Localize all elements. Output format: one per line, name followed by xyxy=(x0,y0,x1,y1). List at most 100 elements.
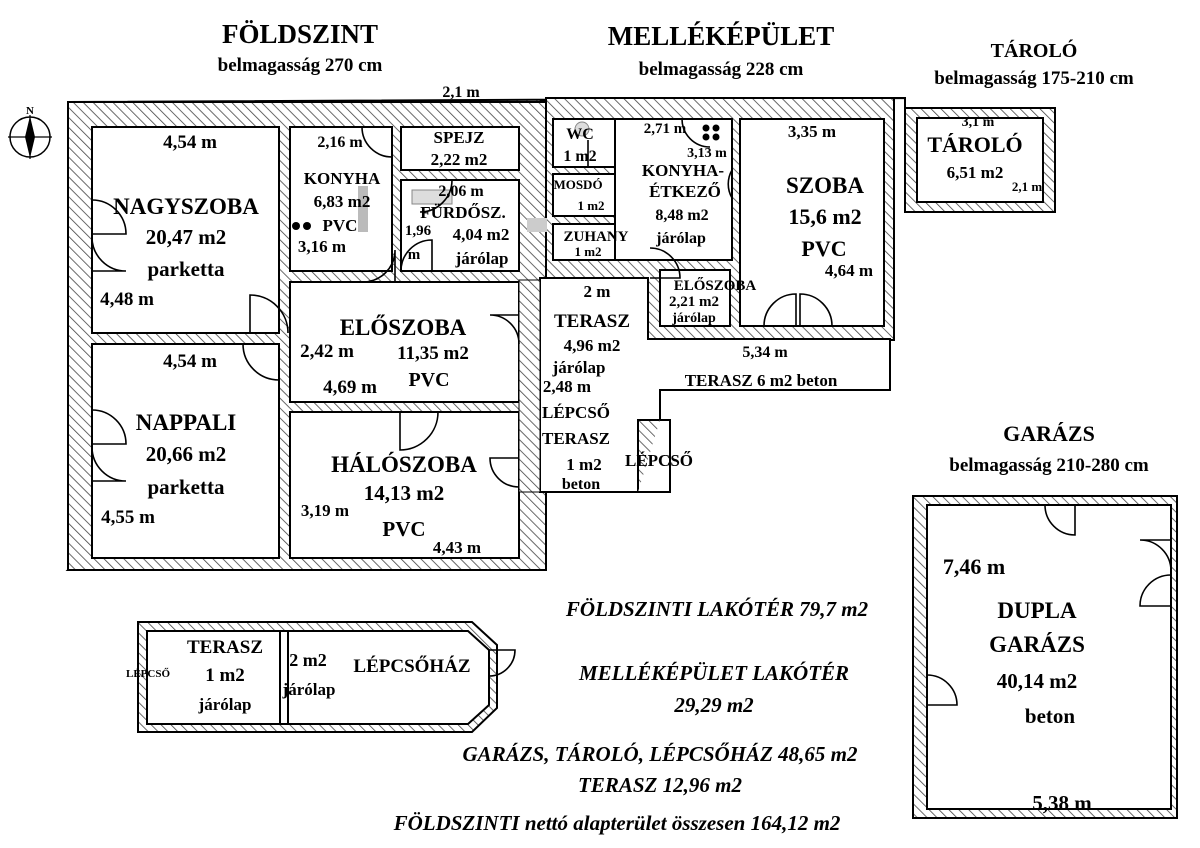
summary: FÖLDSZINTI LAKÓTÉR 79,7 m2 MELLÉKÉPÜLET … xyxy=(393,597,869,835)
room-tarolo xyxy=(916,117,1044,203)
konyha-etkezo-name2: ÉTKEZŐ xyxy=(649,182,721,201)
terasz-small-name: TERASZ xyxy=(187,637,263,658)
konyha-etkezo-floor: járólap xyxy=(655,230,706,247)
haloszoba-width: 4,43 m xyxy=(433,538,481,557)
konyha-etkezo-name1: KONYHA- xyxy=(642,161,725,180)
eloszoba-name: ELŐSZOBA xyxy=(340,314,467,340)
header-mellekepulet: MELLÉKÉPÜLET xyxy=(608,21,835,51)
compass-label: N xyxy=(26,105,34,117)
header-tarolo-height: belmagasság 175-210 cm xyxy=(934,68,1134,89)
szoba-area: 15,6 m2 xyxy=(788,204,861,229)
lepcsohaz-name: LÉPCSŐHÁZ xyxy=(353,655,470,677)
lepcsohaz-floor: járólap xyxy=(282,680,336,699)
zuhany-area: 1 m2 xyxy=(574,244,601,259)
garazs-name2: GARÁZS xyxy=(989,632,1085,657)
summary-terasz: TERASZ 12,96 m2 xyxy=(578,773,742,797)
nappali-floor: parketta xyxy=(148,475,225,499)
eloszoba-width: 4,69 m xyxy=(323,377,377,398)
summary-mellekepulet: MELLÉKÉPÜLET LAKÓTÉR xyxy=(578,661,849,685)
mosdo-area: 1 m2 xyxy=(577,198,604,213)
terasz1-width: 2 m xyxy=(584,282,611,301)
north-arrow-icon: N xyxy=(8,105,52,159)
szoba-depth: 4,64 m xyxy=(825,261,873,280)
header-mellekepulet-height: belmagasság 228 cm xyxy=(639,59,804,80)
wc-name: WC xyxy=(566,126,594,143)
terrace-wall xyxy=(518,279,541,493)
furdo-name: FÜRDŐSZ. xyxy=(420,203,505,222)
konyha-etkezo-width: 2,71 m xyxy=(644,121,687,137)
garazs-depth: 7,46 m xyxy=(943,554,1005,579)
terasz1-area: 4,96 m2 xyxy=(564,336,621,355)
room-eloszoba2 xyxy=(659,269,731,327)
furdo-depth: 1,96 xyxy=(405,223,432,239)
konyha-etkezo-depth: 3,13 m xyxy=(687,146,727,161)
furdo-width: 2,06 m xyxy=(438,183,484,200)
haloszoba-depth: 3,19 m xyxy=(301,501,349,520)
header-garazs: GARÁZS xyxy=(1003,421,1095,446)
furdo-area: 4,04 m2 xyxy=(453,225,510,244)
garazs-width: 5,38 m xyxy=(1032,791,1092,815)
haloszoba-floor: PVC xyxy=(382,517,425,541)
konyha-etkezo-area: 8,48 m2 xyxy=(655,207,708,224)
konyha-depth: 3,16 m xyxy=(298,237,346,256)
rooms xyxy=(91,117,1044,559)
nappali-area: 20,66 m2 xyxy=(146,442,227,466)
eloszoba-depth: 2,42 m xyxy=(300,341,354,362)
furdo-depth-unit: m xyxy=(408,247,421,263)
room-nappali xyxy=(91,343,280,559)
lepcso-terasz-name2: TERASZ xyxy=(542,429,610,448)
garazs-name1: DUPLA xyxy=(997,598,1077,623)
room-labels: 4,54 m NAGYSZOBA 20,47 m2 parketta 4,48 … xyxy=(100,84,1092,815)
lepcso-terasz-stairs: LÉPCSŐ xyxy=(625,451,693,470)
garazs-floor: beton xyxy=(1025,704,1075,728)
konyha-floor: PVC xyxy=(323,216,358,235)
terasz2-label: TERASZ 6 m2 beton xyxy=(685,371,838,390)
furdo-floor: járólap xyxy=(455,249,509,268)
header-foldszint-height: belmagasság 270 cm xyxy=(218,55,383,76)
terasz-small-stairs: LÉPCSŐ xyxy=(126,668,170,680)
doors xyxy=(91,118,833,488)
garage-walls xyxy=(912,495,1178,819)
summary-garazs: GARÁZS, TÁROLÓ, LÉPCSŐHÁZ 48,65 m2 xyxy=(463,742,858,766)
terasz1-name: TERASZ xyxy=(554,311,630,332)
room-haloszoba xyxy=(289,411,520,559)
headers: FÖLDSZINT belmagasság 270 cm MELLÉKÉPÜLE… xyxy=(218,19,1149,476)
haloszoba-area: 14,13 m2 xyxy=(364,481,445,505)
terasz1-floor: járólap xyxy=(552,358,606,377)
nagyszoba-area: 20,47 m2 xyxy=(146,225,227,249)
nappali-width: 4,54 m xyxy=(163,351,217,372)
terasz2-width: 5,34 m xyxy=(742,344,788,361)
spejz-top: 2,1 m xyxy=(442,84,480,101)
room-eloszoba xyxy=(289,281,520,403)
room-nagyszoba xyxy=(91,126,280,334)
tarolo-depth: 2,1 m xyxy=(1012,179,1043,194)
lepcso-terasz-name1: LÉPCSŐ xyxy=(542,403,610,422)
tarolo-name: TÁROLÓ xyxy=(927,132,1022,157)
header-tarolo: TÁROLÓ xyxy=(991,38,1078,62)
spejz-area: 2,22 m2 xyxy=(431,150,488,169)
terraces xyxy=(539,277,891,493)
wc-area: 1 m2 xyxy=(563,148,596,165)
mosdo-name: MOSDÓ xyxy=(553,177,602,192)
tarolo-width: 3,1 m xyxy=(962,115,995,130)
eloszoba2-floor: járólap xyxy=(671,311,716,326)
konyha-area: 6,83 m2 xyxy=(314,192,371,211)
haloszoba-name: HÁLÓSZOBA xyxy=(331,451,477,477)
room-spejz xyxy=(400,126,520,171)
fixtures xyxy=(292,121,720,232)
konyha-width: 2,16 m xyxy=(317,134,363,151)
eloszoba2-area: 2,21 m2 xyxy=(669,294,719,310)
garazs-area: 40,14 m2 xyxy=(997,669,1078,693)
szoba-name: SZOBA xyxy=(786,173,864,198)
szoba-floor: PVC xyxy=(801,236,846,261)
lepcso-terasz-floor: beton xyxy=(562,476,600,493)
staircase-building xyxy=(137,621,516,733)
zuhany-name: ZUHANY xyxy=(563,229,628,245)
nagyszoba-name: NAGYSZOBA xyxy=(113,194,259,219)
room-konyha-etkezo xyxy=(614,118,733,261)
szoba-width: 3,35 m xyxy=(788,122,836,141)
nappali-name: NAPPALI xyxy=(136,410,237,435)
lepcsohaz-dim: 2 m2 xyxy=(289,650,327,670)
nagyszoba-depth: 4,48 m xyxy=(100,289,154,310)
